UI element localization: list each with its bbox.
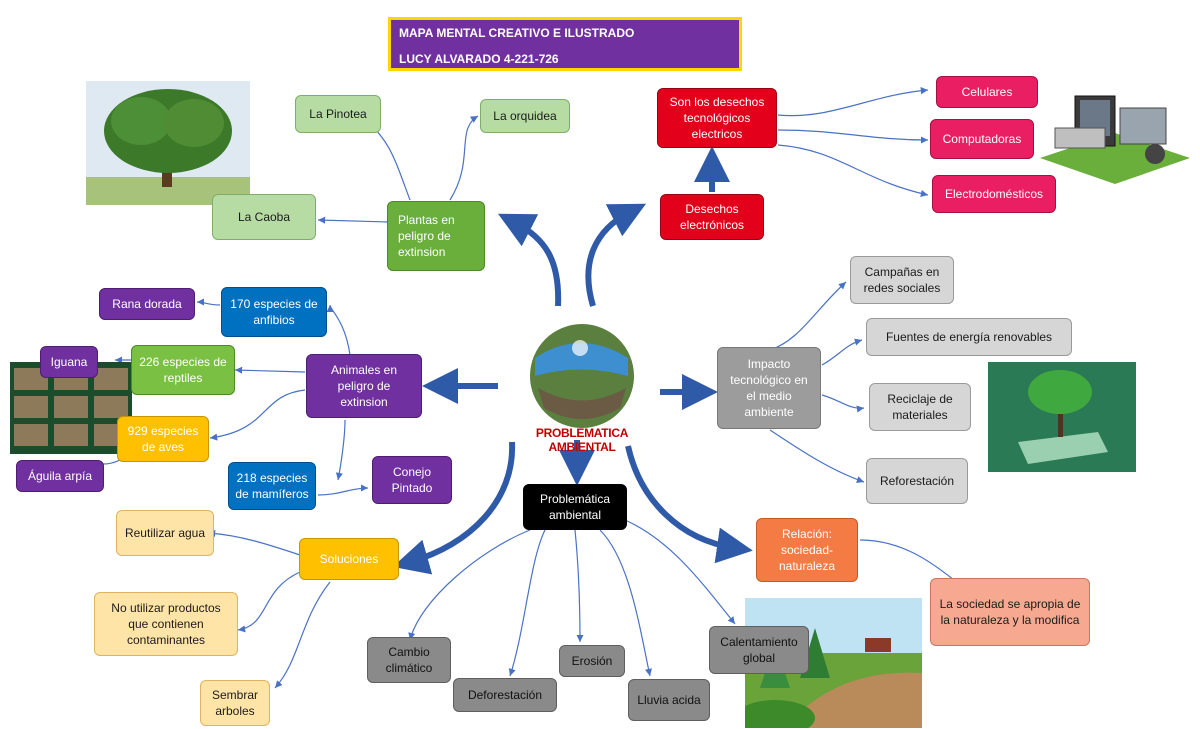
electronics-image (1035, 88, 1195, 184)
solutions-main-node[interactable]: Soluciones (299, 538, 399, 580)
animals-mammals-node[interactable]: 218 especies de mamíferos (228, 462, 316, 510)
impact-campaigns-node[interactable]: Campañas en redes sociales (850, 256, 954, 304)
ewaste-celulares-node[interactable]: Celulares (936, 76, 1038, 108)
animals-reptiles-node[interactable]: 226 especies de reptiles (131, 345, 235, 395)
impact-reforestation-node[interactable]: Reforestación (866, 458, 968, 504)
problem-main-node[interactable]: Problemática ambiental (523, 484, 627, 530)
phone-tree-image (988, 362, 1136, 472)
tree-image (86, 81, 250, 205)
map-title: MAPA MENTAL CREATIVO E ILUSTRADO LUCY AL… (388, 17, 742, 71)
ewaste-electrodomesticos-node[interactable]: Electrodomésticos (932, 175, 1056, 213)
ewaste-main-node[interactable]: Desechos electrónicos (660, 194, 764, 240)
animal-rana-dorada-node[interactable]: Rana dorada (99, 288, 195, 320)
problem-acid-rain-node[interactable]: Lluvia acida (628, 679, 710, 721)
center-label: PROBLEMATICA AMBIENTAL (535, 426, 629, 454)
solution-plant-trees-node[interactable]: Sembrar arboles (200, 680, 270, 726)
solution-no-contaminants-node[interactable]: No utilizar productos que contienen cont… (94, 592, 238, 656)
animals-birds-node[interactable]: 929 especies de aves (117, 416, 209, 462)
title-line-2: LUCY ALVARADO 4-221-726 (399, 52, 559, 66)
animals-main-node[interactable]: Animales en peligro de extinsion (306, 354, 422, 418)
animal-aguila-arpia-node[interactable]: Águila arpía (16, 460, 104, 492)
relation-text-node[interactable]: La sociedad se apropia de la naturaleza … (930, 578, 1090, 646)
impact-recycling-node[interactable]: Reciclaje de materiales (869, 383, 971, 431)
impact-main-node[interactable]: Impacto tecnológico en el medio ambiente (717, 347, 821, 429)
animal-iguana-node[interactable]: Iguana (40, 346, 98, 378)
relation-main-node[interactable]: Relación: sociedad-naturaleza (756, 518, 858, 582)
animals-amphibians-node[interactable]: 170 especies de anfibios (221, 287, 327, 337)
ewaste-computadoras-node[interactable]: Computadoras (930, 119, 1034, 159)
plant-caoba-node[interactable]: La Caoba (212, 194, 316, 240)
problem-erosion-node[interactable]: Erosión (559, 645, 625, 677)
solution-reuse-water-node[interactable]: Reutilizar agua (116, 510, 214, 556)
problem-climate-change-node[interactable]: Cambio climático (367, 637, 451, 683)
plants-main-node[interactable]: Plantas en peligro de extinsion (387, 201, 485, 271)
title-line-1: MAPA MENTAL CREATIVO E ILUSTRADO (399, 26, 635, 40)
problem-global-warming-node[interactable]: Calentamiento global (709, 626, 809, 674)
plant-pinotea-node[interactable]: La Pinotea (295, 95, 381, 133)
impact-renewables-node[interactable]: Fuentes de energía renovables (866, 318, 1072, 356)
problem-deforestation-node[interactable]: Deforestación (453, 678, 557, 712)
ewaste-definition-node[interactable]: Son los desechos tecnológicos electricos (657, 88, 777, 148)
animal-conejo-pintado-node[interactable]: Conejo Pintado (372, 456, 452, 504)
globe-image (510, 318, 660, 428)
plant-orquidea-node[interactable]: La orquidea (480, 99, 570, 133)
